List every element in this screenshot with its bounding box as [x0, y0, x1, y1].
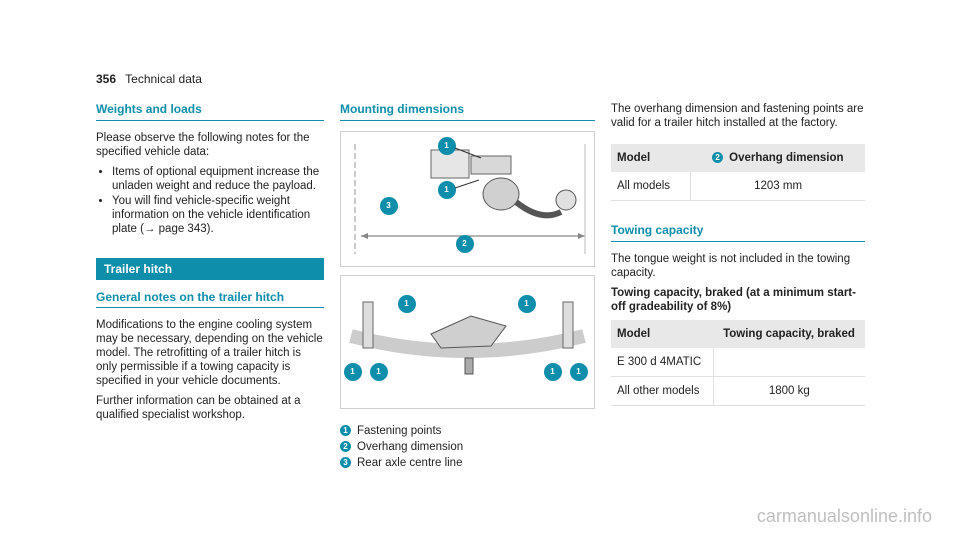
table-header-row: Model Towing capacity, braked	[611, 320, 865, 348]
weights-heading: Weights and loads	[96, 102, 324, 121]
page-header: 356 Technical data	[96, 72, 202, 86]
cell-model: All models	[611, 172, 691, 201]
trailer-para-2: Further information can be obtained at a…	[96, 395, 301, 421]
page-number: 356	[96, 72, 117, 86]
overhang-table: Model 2 Overhang dimension All models 120…	[611, 144, 865, 201]
callout-fastening-top-left: 1	[401, 298, 412, 309]
legend-badge: 3	[340, 457, 351, 469]
rear-view-illustration: 1 1 1 1 1 1	[340, 275, 595, 409]
overhang-note: The overhang dimension and fastening poi…	[611, 103, 864, 129]
cell-value: 1800 kg	[712, 376, 865, 406]
legend-badge: 2	[340, 441, 351, 453]
weights-list: Items of optional equipment increase the…	[96, 165, 324, 236]
legend-item: 3 Rear axle centre line	[340, 455, 595, 471]
callout-fastening-1: 1	[441, 140, 452, 151]
col-header-overhang: 2 Overhang dimension	[690, 144, 865, 172]
cell-value: 1203 mm	[690, 172, 865, 201]
callout-fastening-bottom-1: 1	[347, 366, 358, 377]
legend-item: 1 Fastening points	[340, 423, 595, 439]
callout-fastening-bottom-3: 1	[547, 366, 558, 377]
section-name: Technical data	[125, 72, 202, 86]
legend-text: Overhang dimension	[357, 441, 464, 453]
col-header-text: Overhang dimension	[729, 152, 844, 164]
col-header-model: Model	[611, 144, 691, 172]
cell-value	[712, 348, 865, 377]
rear-view-drawing	[344, 295, 588, 381]
side-view-illustration: 1 1 3 2	[340, 131, 595, 267]
towing-heading: Towing capacity	[611, 223, 865, 242]
overhang-badge: 2	[712, 152, 724, 164]
trailer-banner: Trailer hitch	[96, 258, 324, 280]
towing-table: Model Towing capacity, braked E 300 d 4M…	[611, 320, 865, 406]
col-header-capacity: Towing capacity, braked	[713, 320, 865, 348]
list-item: You will find vehicle-specific weight in…	[112, 194, 324, 236]
callout-fastening-bottom-4: 1	[573, 366, 584, 377]
col-header-model: Model	[611, 320, 714, 348]
weights-intro: Please observe the following notes for t…	[96, 132, 310, 158]
table-header-row: Model 2 Overhang dimension	[611, 144, 865, 172]
table-row: All other models 1800 kg	[611, 376, 865, 406]
legend-item: 2 Overhang dimension	[340, 439, 595, 455]
cell-model: All other models	[611, 376, 714, 406]
column-middle: Mounting dimensions 1 1 3 2	[340, 102, 595, 471]
trailer-para-1: Modifications to the engine cooling syst…	[96, 319, 323, 387]
table-row: All models 1203 mm	[611, 172, 865, 201]
trailer-subheading: General notes on the trailer hitch	[96, 290, 324, 308]
list-item: Items of optional equipment increase the…	[112, 165, 324, 193]
callout-fastening-bottom-2: 1	[373, 366, 384, 377]
legend-text: Rear axle centre line	[357, 457, 463, 469]
legend-badge: 1	[340, 425, 351, 437]
callout-fastening-2: 1	[441, 184, 452, 195]
callout-fastening-top-right: 1	[521, 298, 532, 309]
table-row: E 300 d 4MATIC	[611, 348, 865, 377]
legend-text: Fastening points	[357, 425, 442, 437]
mounting-heading: Mounting dimensions	[340, 102, 595, 121]
column-right: The overhang dimension and fastening poi…	[611, 102, 865, 420]
towing-note: The tongue weight is not included in the…	[611, 253, 851, 279]
column-left: Weights and loads Please observe the fol…	[96, 102, 324, 428]
watermark-logo: carmanualsonline.info	[756, 506, 932, 526]
cell-model: E 300 d 4MATIC	[611, 348, 714, 377]
towing-bold-note: Towing capacity, braked (at a minimum st…	[611, 287, 856, 313]
callout-axle-line: 3	[383, 200, 394, 211]
callout-overhang: 2	[459, 238, 470, 249]
